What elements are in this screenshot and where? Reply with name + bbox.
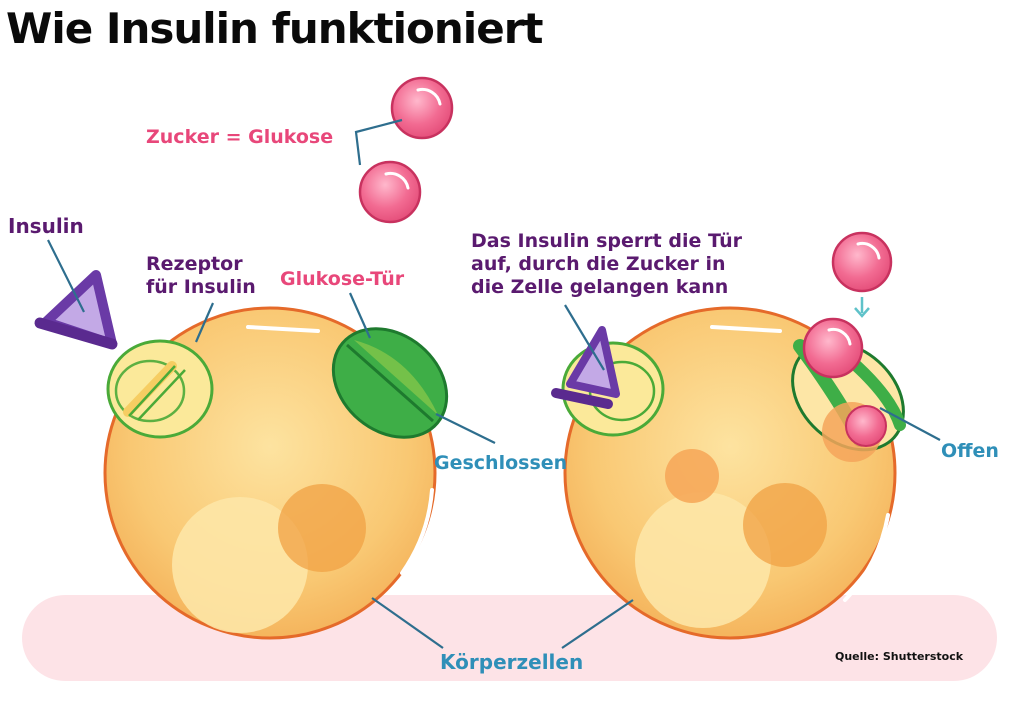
body-cells-label: Körperzellen	[440, 650, 584, 674]
glucose-door-label: Glukose-Tür	[280, 268, 405, 290]
glucose-ball	[802, 317, 864, 379]
glucose-ball	[390, 76, 454, 140]
glucose-ball	[831, 231, 893, 293]
insulin-label: Insulin	[8, 214, 84, 238]
closed-label: Geschlossen	[434, 452, 568, 474]
page-title: Wie Insulin funktioniert	[6, 4, 543, 53]
receptor-label: Rezeptor für Insulin	[146, 253, 256, 299]
insulin-receptor-left	[106, 339, 214, 439]
unlock-caption: Das Insulin sperrt die Tür auf, durch di…	[471, 230, 743, 299]
down-arrow-icon	[854, 297, 870, 318]
source-credit: Quelle: Shutterstock	[835, 650, 964, 663]
glucose-label: Zucker = Glukose	[146, 126, 334, 148]
open-label: Offen	[941, 440, 999, 462]
glucose-molecules	[358, 76, 893, 379]
glucose-ball	[358, 160, 422, 224]
insulin-molecule	[34, 270, 118, 350]
glucose-door-closed	[331, 327, 449, 439]
insulin-docked	[551, 326, 620, 409]
leader-lines	[47, 118, 941, 649]
